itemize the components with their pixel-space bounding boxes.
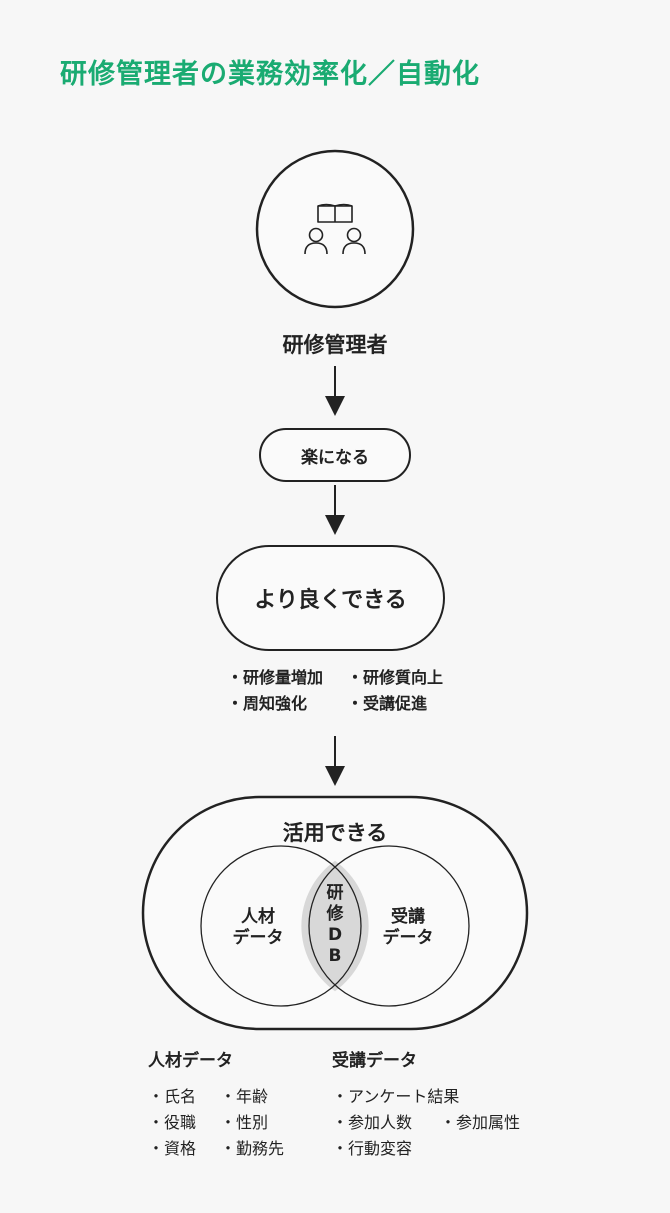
- detail-item: ・性別: [220, 1113, 269, 1132]
- venn-left-line: データ: [232, 928, 284, 948]
- venn-left-line: 人材: [241, 907, 275, 927]
- detail-item: ・役職: [148, 1113, 197, 1132]
- detail-row: ・参加人数 ・参加属性: [332, 1109, 520, 1135]
- detail-item: ・年齢: [220, 1087, 269, 1106]
- venn-right-label: 受講 データ: [372, 907, 444, 949]
- detail-row: ・行動変容: [332, 1135, 520, 1161]
- detail-item: ・アンケート結果: [332, 1087, 460, 1106]
- bullet-item: ・周知強化: [227, 694, 308, 713]
- detail-item: ・氏名: [148, 1087, 197, 1106]
- venn-center-char: B: [328, 946, 342, 966]
- bullet-row: ・周知強化 ・受講促進: [227, 690, 443, 716]
- step-easier: 楽になる: [259, 428, 411, 482]
- detail-item: ・参加人数: [332, 1113, 413, 1132]
- step-better-bullets: ・研修量増加 ・研修質向上 ・周知強化 ・受講促進: [227, 664, 443, 716]
- venn-right-line: 受講: [391, 907, 425, 927]
- actor-label: 研修管理者: [282, 333, 388, 357]
- bullet-item: ・受講促進: [347, 694, 428, 713]
- training-people-book-icon: [304, 203, 366, 255]
- venn-right-circle: [308, 845, 470, 1007]
- detail-item: ・勤務先: [220, 1139, 285, 1158]
- venn-left-circle: [200, 845, 362, 1007]
- page-title: 研修管理者の業務効率化／自動化: [60, 59, 480, 90]
- actor-circle: [255, 149, 415, 309]
- step-better-label: より良くできる: [254, 588, 407, 613]
- course-data-heading: 受講データ: [332, 1051, 417, 1071]
- bullet-row: ・研修量増加 ・研修質向上: [227, 664, 443, 690]
- step-usable-label: 活用できる: [282, 821, 388, 845]
- hr-data-details: 人材データ ・氏名 ・年齢 ・役職 ・性別 ・資格 ・勤務先: [148, 1046, 284, 1161]
- bullet-item: ・研修量増加: [227, 668, 324, 687]
- step-easier-label: 楽になる: [301, 447, 369, 468]
- venn-overlap: [301, 860, 369, 992]
- detail-item: ・参加属性: [440, 1113, 521, 1132]
- hr-data-heading: 人材データ: [148, 1051, 233, 1071]
- detail-row: ・資格 ・勤務先: [148, 1135, 284, 1161]
- venn-center-char: 修: [326, 904, 344, 924]
- detail-item: ・行動変容: [332, 1139, 413, 1158]
- detail-row: ・役職 ・性別: [148, 1109, 284, 1135]
- step-better: より良くできる: [216, 545, 445, 651]
- detail-row: ・アンケート結果: [332, 1083, 520, 1109]
- venn-right-line: データ: [382, 928, 434, 948]
- detail-item: ・資格: [148, 1139, 197, 1158]
- bullet-item: ・研修質向上: [347, 668, 444, 687]
- venn-left-label: 人材 データ: [222, 907, 294, 949]
- course-data-details: 受講データ ・アンケート結果 ・参加人数 ・参加属性 ・行動変容: [332, 1046, 520, 1161]
- venn-center-char: 研: [326, 883, 344, 903]
- venn-center-char: D: [327, 925, 343, 945]
- detail-row: ・氏名 ・年齢: [148, 1083, 284, 1109]
- venn-center-label: 研 修 D B: [320, 883, 350, 967]
